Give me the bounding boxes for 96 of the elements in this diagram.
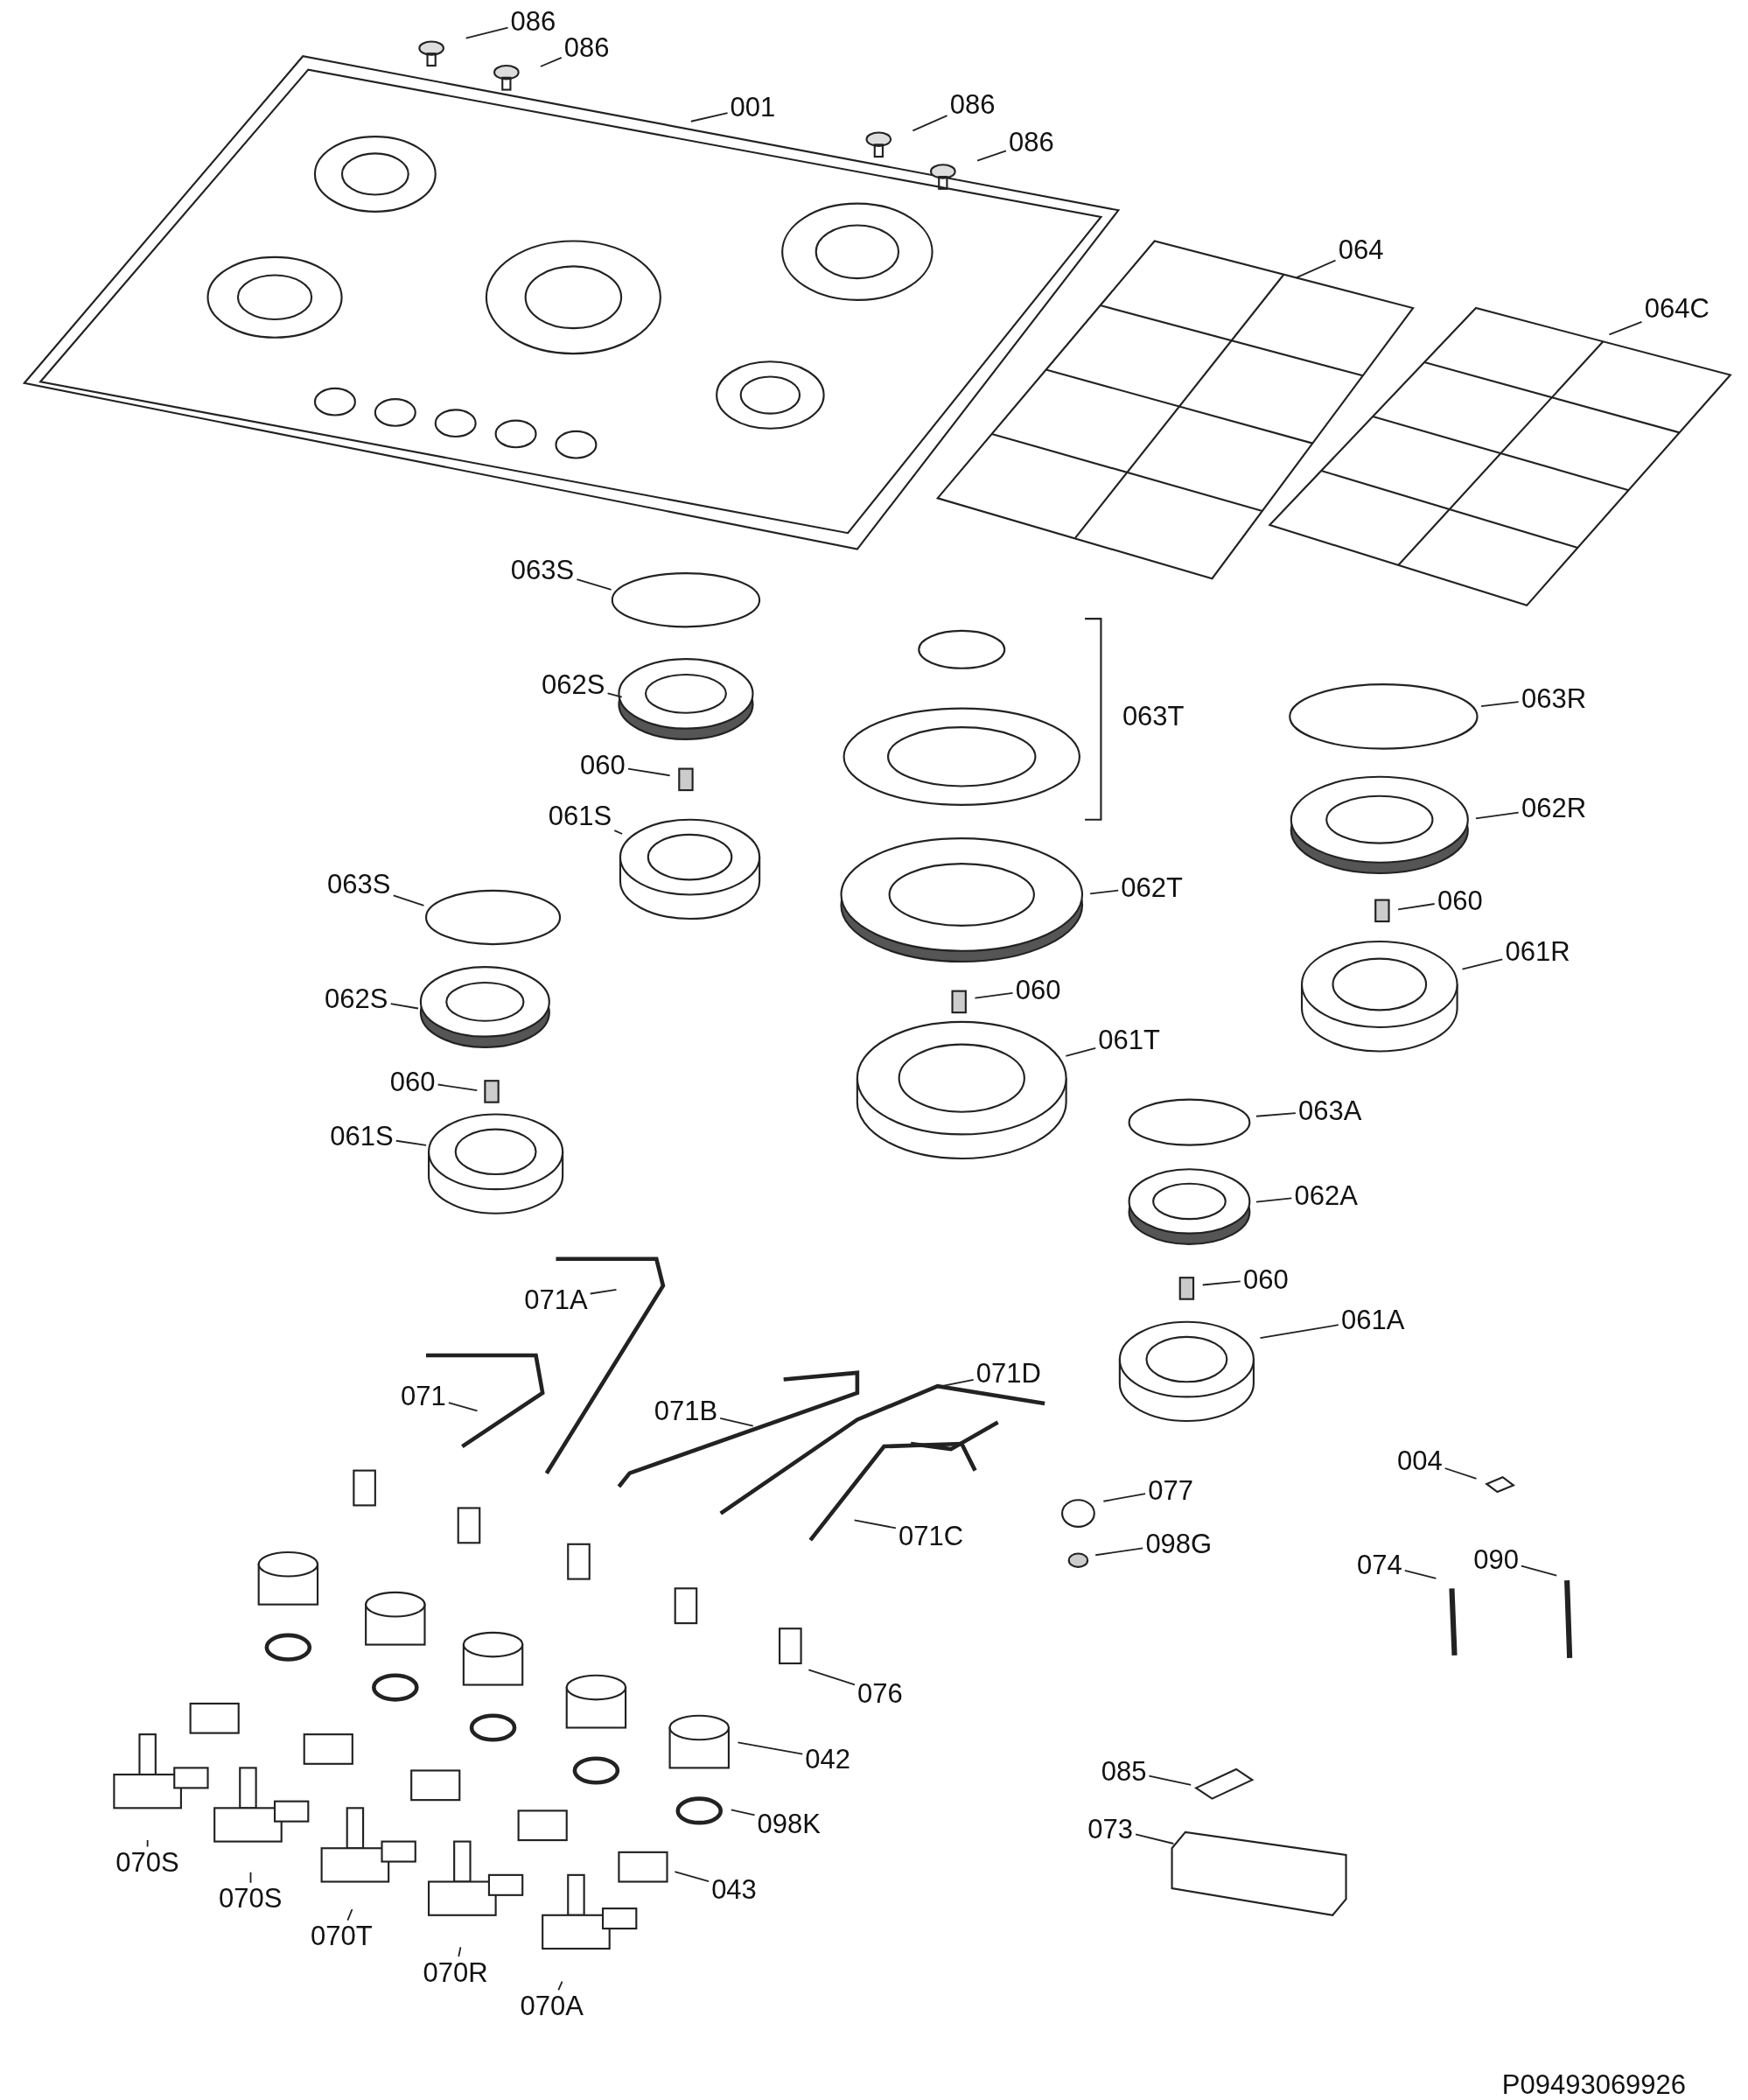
callout-number: 085 xyxy=(1101,1757,1147,1785)
callout-number: 042 xyxy=(805,1745,851,1773)
leader-line xyxy=(437,1083,479,1091)
callout-number: 071 xyxy=(400,1382,446,1410)
leader-line xyxy=(146,1839,149,1848)
callout-number: 070S xyxy=(115,1848,179,1876)
callout-number: 071C xyxy=(898,1522,964,1550)
leader-line xyxy=(249,1871,252,1884)
callout-number: 004 xyxy=(1397,1446,1443,1474)
leader-line xyxy=(606,692,623,698)
callout-number: 086 xyxy=(1009,128,1054,156)
callout-number: 064 xyxy=(1338,235,1384,263)
callout-number: 043 xyxy=(711,1875,757,1903)
leader-line xyxy=(392,894,425,906)
callout-number: 061S xyxy=(330,1122,394,1150)
callout-number: 061T xyxy=(1098,1026,1160,1054)
leader-line xyxy=(1201,1280,1241,1286)
leader-line xyxy=(540,56,563,67)
callout-number: 001 xyxy=(730,93,776,121)
callout-number: 060 xyxy=(1437,886,1483,914)
callout-number: 060 xyxy=(389,1068,436,1096)
leader-line xyxy=(458,1946,462,1957)
leader-line xyxy=(737,1741,804,1755)
leader-line xyxy=(974,992,1014,999)
callout-number: 071A xyxy=(524,1285,588,1313)
leader-line xyxy=(1089,889,1120,895)
leader-line xyxy=(912,115,948,132)
leader-line xyxy=(853,1519,897,1530)
callout-number: 098G xyxy=(1145,1530,1213,1558)
callout-number: 063S xyxy=(510,556,575,584)
callout-number: 070S xyxy=(219,1884,283,1912)
leader-line xyxy=(557,1980,563,1992)
leader-line xyxy=(389,1003,419,1010)
leader-line xyxy=(1255,1112,1297,1117)
leader-line xyxy=(465,26,509,39)
callout-number: 062S xyxy=(325,984,388,1012)
callout-number: 086 xyxy=(563,33,610,61)
leader-line xyxy=(976,150,1007,162)
callout-number: 063T xyxy=(1122,702,1185,730)
callout-number: 070A xyxy=(520,1992,584,2020)
leader-line xyxy=(1397,903,1436,911)
leader-line xyxy=(1255,1197,1293,1203)
callout-number: 076 xyxy=(857,1679,903,1707)
callout-number: 063A xyxy=(1298,1096,1362,1124)
callout-number: 086 xyxy=(510,8,556,35)
leader-line xyxy=(576,578,612,591)
callout-number: 062S xyxy=(542,670,605,698)
leader-line xyxy=(1520,1564,1558,1577)
leader-line xyxy=(1475,811,1520,820)
leader-line xyxy=(1148,1774,1192,1786)
callout-number: 077 xyxy=(1148,1476,1193,1503)
leader-line xyxy=(1461,958,1504,970)
leader-line xyxy=(1608,320,1643,336)
callout-number: 062R xyxy=(1521,794,1587,822)
leader-line xyxy=(674,1871,710,1882)
leader-line xyxy=(1259,1324,1339,1339)
leader-line xyxy=(1102,1493,1146,1502)
leader-line xyxy=(808,1669,856,1686)
leader-line xyxy=(589,1288,618,1295)
leader-line xyxy=(1135,1833,1175,1844)
callout-number: 060 xyxy=(1242,1265,1289,1293)
leader-line xyxy=(613,830,624,835)
callout-number: 062A xyxy=(1294,1181,1358,1209)
leader-line xyxy=(1403,1570,1437,1579)
leader-line xyxy=(1295,259,1337,279)
leader-line xyxy=(1065,1046,1097,1057)
callout-number: 061R xyxy=(1505,937,1570,965)
leader-line xyxy=(627,767,671,777)
callout-number: 071B xyxy=(654,1396,718,1424)
drawing-number: P09493069926 xyxy=(1501,2070,1687,2098)
callout-number: 074 xyxy=(1357,1550,1402,1578)
callout-number: 062T xyxy=(1121,873,1183,901)
leader-line xyxy=(395,1139,428,1146)
callout-number: 090 xyxy=(1473,1545,1519,1573)
callout-number: 060 xyxy=(1015,976,1061,1004)
leader-line xyxy=(719,1417,754,1427)
callout-number: 061A xyxy=(1341,1306,1405,1334)
callout-number: 060 xyxy=(580,751,626,779)
callout-number: 098K xyxy=(757,1810,821,1838)
callout-number: 070T xyxy=(311,1922,373,1950)
leader-line xyxy=(730,1809,756,1816)
leader-line xyxy=(346,1908,353,1922)
callout-number: 070R xyxy=(423,1958,488,1986)
callout-number: 063S xyxy=(327,870,391,898)
leader-line xyxy=(1094,1547,1144,1557)
callout-number: 071D xyxy=(975,1359,1041,1387)
callout-number: 063R xyxy=(1521,684,1587,712)
leader-line xyxy=(447,1402,479,1412)
leader-line xyxy=(941,1378,975,1387)
callout-number: 061S xyxy=(548,802,612,830)
leader-line xyxy=(689,112,729,122)
leader-line xyxy=(1444,1467,1478,1480)
leader-line xyxy=(1480,701,1520,707)
callout-number: 064C xyxy=(1644,294,1710,322)
callout-number: 086 xyxy=(949,90,996,118)
callout-number: 073 xyxy=(1087,1815,1134,1843)
